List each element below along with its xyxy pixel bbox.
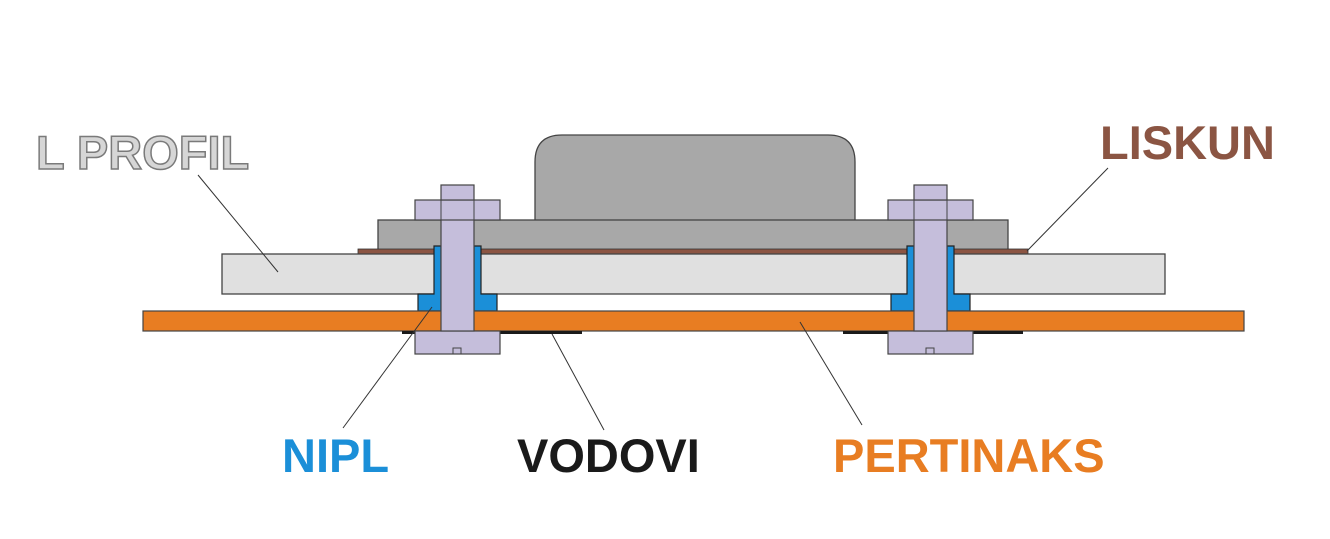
bolt-shaft-right (913, 217, 948, 332)
label-vodovi: VODOVI (517, 429, 700, 482)
component-body (534, 134, 856, 223)
leader-liskun (1026, 167, 1109, 252)
nut-right (887, 199, 974, 221)
leader-vodovi (551, 333, 605, 431)
label-l-profil: L PROFIL (36, 126, 249, 179)
pertinax-board (142, 310, 1245, 332)
label-liskun: LISKUN (1100, 116, 1275, 169)
leader-pertinaks (799, 321, 863, 426)
l-profile-bar (221, 253, 1166, 295)
bolt-shaft-left (440, 217, 475, 332)
bolt-slot-right (925, 347, 935, 355)
bolt-head-right (887, 330, 974, 355)
bolt-slot-left (452, 347, 462, 355)
label-pertinaks: PERTINAKS (833, 429, 1105, 482)
leader-l-profil (197, 174, 279, 273)
component-flange (377, 219, 1009, 251)
nut-right-top (913, 184, 948, 201)
label-nipl: NIPL (282, 429, 389, 482)
nut-left-top (440, 184, 475, 201)
leader-nipl (342, 306, 433, 429)
nut-left (414, 199, 501, 221)
bolt-head-left (414, 330, 501, 355)
